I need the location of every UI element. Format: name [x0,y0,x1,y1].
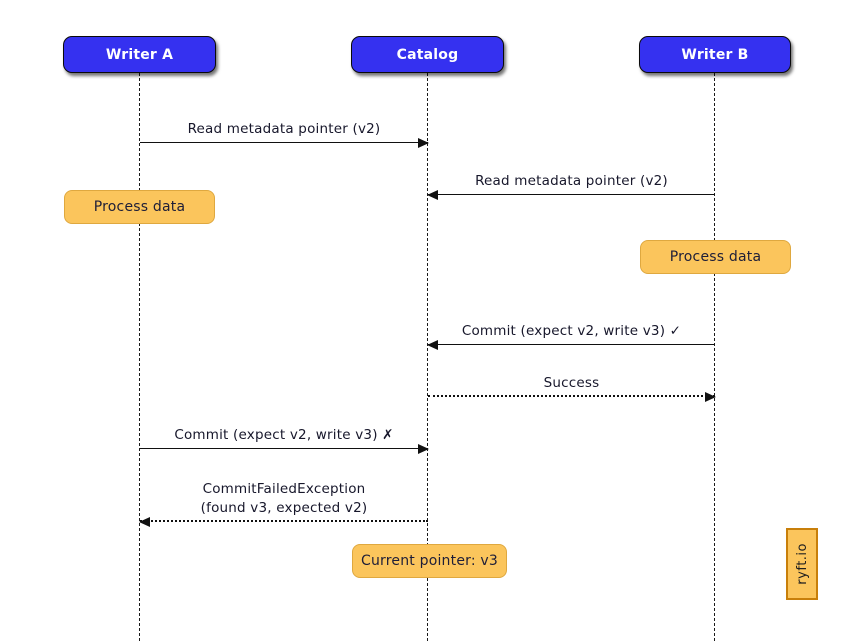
message-label: CommitFailedException (found v3, expecte… [140,480,428,518]
note-current-pointer: Current pointer: v3 [352,544,507,578]
note-process-data-writer-b: Process data [640,240,791,274]
message-commit-writer-a: Commit (expect v2, write v3) ✗ [140,423,429,454]
message-commit-writer-b: Commit (expect v2, write v3) ✓ [427,319,715,350]
message-label: Commit (expect v2, write v3) ✓ [461,323,682,339]
message-line-dotted [428,391,716,402]
arrowhead-right-icon [418,137,429,148]
watermark-text: ryft.io [794,543,810,585]
message-label: Commit (expect v2, write v3) ✗ [174,427,394,443]
message-read-pointer-a: Read metadata pointer (v2) [140,117,429,148]
message-read-pointer-b: Read metadata pointer (v2) [427,169,715,200]
message-commit-failed-exception: CommitFailedException (found v3, expecte… [139,478,428,527]
arrowhead-left-icon [427,339,438,350]
message-line-dotted [139,516,428,527]
arrowhead-left-icon [139,516,150,527]
message-line [140,137,429,148]
note-process-data-writer-a: Process data [64,190,215,224]
actor-writer-a: Writer A [63,36,216,73]
lifeline-writer-b [714,73,715,641]
exception-line-2: (found v3, expected v2) [200,500,368,516]
arrowhead-left-icon [427,189,438,200]
message-line [140,443,429,454]
watermark-badge: ryft.io [786,528,818,600]
exception-line-1: CommitFailedException [202,481,366,497]
message-label: Success [543,375,600,391]
lifeline-writer-a [139,73,140,641]
message-label: Read metadata pointer (v2) [475,173,668,189]
message-line [427,339,715,350]
message-line [427,189,715,200]
actor-catalog: Catalog [351,36,504,73]
message-label: Read metadata pointer (v2) [187,121,381,137]
arrowhead-right-icon [705,391,716,402]
message-success: Success [428,371,716,402]
arrowhead-right-icon [418,443,429,454]
lifeline-catalog [427,73,428,641]
actor-writer-b: Writer B [639,36,791,73]
